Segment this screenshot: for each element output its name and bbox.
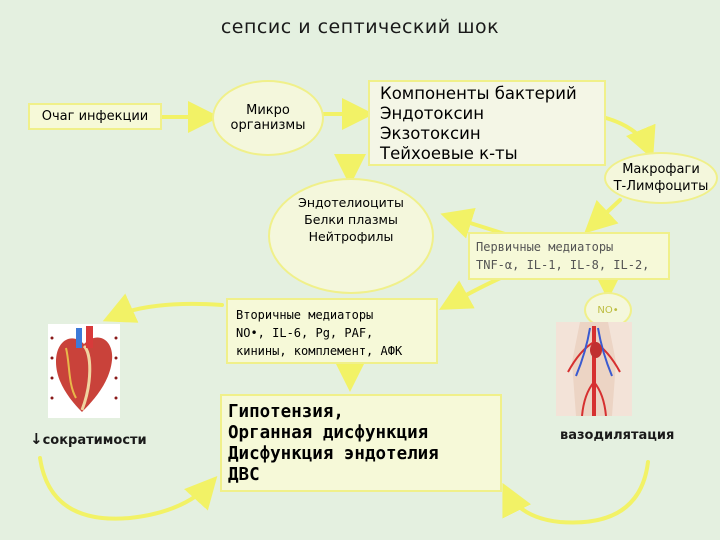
node-outcomes-line-4: ДВС	[228, 465, 260, 485]
page-title: сепсис и септический шок	[220, 16, 500, 38]
vasodilation-label: вазодилятация	[560, 428, 675, 443]
node-bacteria-components-line-4: Тейхоевые к-ты	[380, 144, 518, 163]
node-bacteria-components: Компоненты бактерий Эндотоксин Экзотокси…	[368, 80, 606, 166]
node-primary-mediators-line-1: Первичные медиаторы	[476, 240, 614, 254]
heart-illustration	[48, 324, 120, 418]
node-bacteria-components-line-1: Компоненты бактерий	[380, 84, 577, 103]
node-endothelium-line-3: Нейтрофилы	[308, 229, 394, 244]
arrow-vasodilation-to-outcomes	[502, 460, 650, 525]
heart-icon	[50, 326, 118, 412]
arrow-components-to-macrophages	[604, 116, 656, 160]
node-secondary-mediators-line-1: Вторичные медиаторы	[236, 308, 374, 322]
arrow-primary-to-secondary	[439, 274, 507, 310]
contractility-label: ↓сократимости	[30, 430, 147, 448]
node-outcomes: Гипотензия, Органная дисфункция Дисфункц…	[220, 394, 502, 492]
node-infection-focus: Очаг инфекции	[28, 103, 162, 130]
node-no-label: NO•	[597, 304, 619, 316]
node-outcomes-line-2: Органная дисфункция	[228, 423, 429, 443]
node-bacteria-components-line-2: Эндотоксин	[380, 104, 485, 123]
node-secondary-mediators-line-3: кинины, комплемент, АФК	[236, 344, 403, 358]
node-infection-focus-label: Очаг инфекции	[41, 109, 149, 124]
node-endothelium-line-2: Белки плазмы	[304, 212, 398, 227]
vascular-illustration	[556, 322, 632, 417]
contractility-text: сократимости	[42, 433, 147, 448]
node-secondary-mediators-line-2: NO•, IL-6, Pg, PAF,	[236, 326, 374, 340]
arrow-contractility-to-outcomes	[38, 456, 218, 521]
vascular-body-icon	[567, 322, 621, 417]
node-primary-mediators-line-2: TNF-α, IL-1, IL-8, IL-2,	[476, 258, 650, 272]
down-arrow-icon: ↓	[30, 430, 43, 448]
node-macrophages-line-1: Макрофаги	[622, 162, 700, 177]
node-endothelium: Эндотелиоциты Белки плазмы Нейтрофилы	[268, 178, 434, 294]
node-microorganisms: Микро организмы	[212, 80, 324, 156]
arrow-macrophages-to-primary	[584, 198, 622, 234]
node-secondary-mediators: Вторичные медиаторы NO•, IL-6, Pg, PAF, …	[226, 298, 438, 364]
node-macrophages-line-2: Т-Лимфоциты	[613, 179, 709, 194]
node-primary-mediators: Первичные медиаторы TNF-α, IL-1, IL-8, I…	[468, 232, 670, 280]
arrow-primary-to-endothelium	[440, 207, 507, 239]
node-endothelium-line-1: Эндотелиоциты	[298, 195, 404, 210]
node-outcomes-line-1: Гипотензия,	[228, 402, 344, 422]
node-microorganisms-line-1: Микро	[246, 103, 290, 118]
node-bacteria-components-line-3: Экзотоксин	[380, 124, 481, 143]
arrow-secondary-to-heart	[102, 293, 224, 323]
node-microorganisms-line-2: организмы	[230, 118, 306, 133]
node-outcomes-line-3: Дисфункция эндотелия	[228, 444, 439, 464]
node-macrophages: Макрофаги Т-Лимфоциты	[604, 152, 718, 204]
